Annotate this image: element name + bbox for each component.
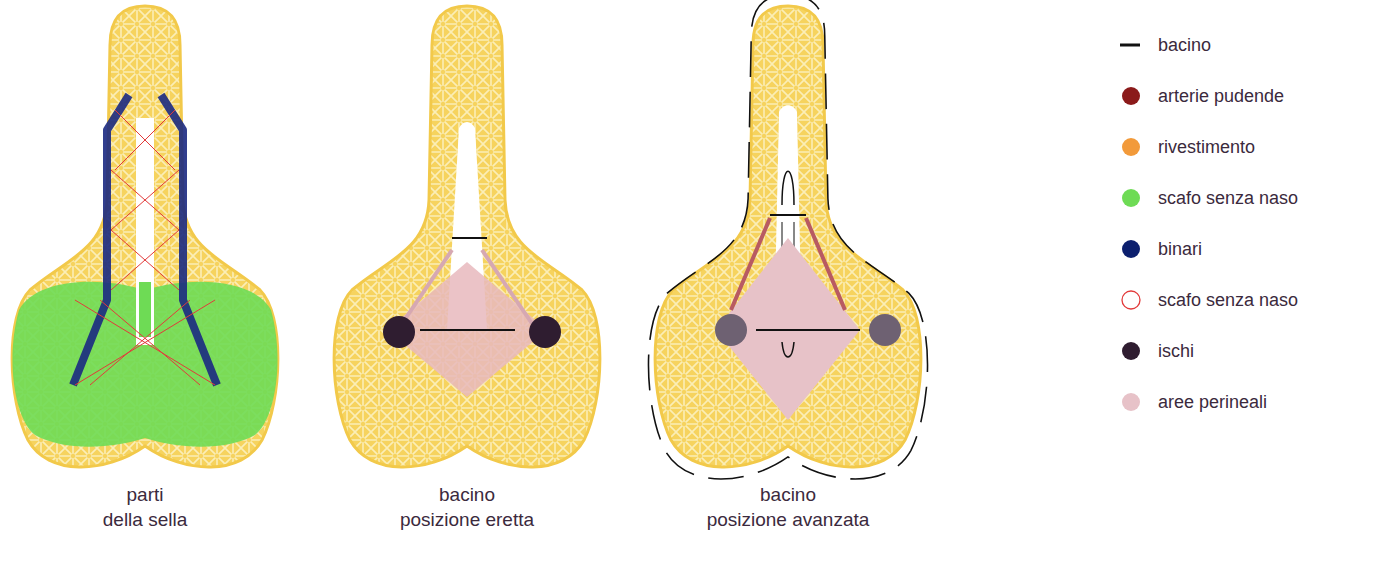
legend-text: scafo senza naso bbox=[1158, 290, 1298, 311]
legend-entry: ischi bbox=[1122, 339, 1194, 363]
saddle-forward bbox=[648, 0, 927, 479]
legend-entry: arterie pudende bbox=[1122, 84, 1284, 108]
legend-swatch bbox=[1122, 393, 1140, 411]
legend-text: bacino bbox=[1158, 35, 1211, 56]
saddle-upright bbox=[334, 6, 600, 467]
legend-entry: binari bbox=[1122, 237, 1202, 261]
legend-text: arterie pudende bbox=[1158, 86, 1284, 107]
legend-swatch bbox=[1122, 342, 1140, 360]
legend-sample-space bbox=[1122, 291, 1140, 309]
legend-hollow-circle bbox=[1122, 291, 1140, 309]
legend-line-sample bbox=[1120, 44, 1140, 47]
legend-swatch bbox=[1122, 138, 1140, 156]
legend-text: aree perineali bbox=[1158, 392, 1267, 413]
figure-caption: parti della sella bbox=[103, 482, 188, 532]
legend-swatch bbox=[1122, 189, 1140, 207]
legend-swatch bbox=[1122, 87, 1140, 105]
legend-text: rivestimento bbox=[1158, 137, 1255, 158]
figure-caption: bacino posizione eretta bbox=[400, 482, 534, 532]
legend-entry: aree perineali bbox=[1122, 390, 1267, 414]
legend-sample-space bbox=[1122, 36, 1140, 54]
legend-entry: scafo senza naso bbox=[1122, 288, 1298, 312]
figure-caption: bacino posizione avanzata bbox=[707, 482, 870, 532]
legend-text: ischi bbox=[1158, 341, 1194, 362]
legend-entry: scafo senza naso bbox=[1122, 186, 1298, 210]
legend-text: binari bbox=[1158, 239, 1202, 260]
legend-entry: rivestimento bbox=[1122, 135, 1255, 159]
saddle-parts bbox=[12, 6, 278, 467]
legend-swatch bbox=[1122, 240, 1140, 258]
legend-text: scafo senza naso bbox=[1158, 188, 1298, 209]
legend-entry: bacino bbox=[1122, 33, 1211, 57]
